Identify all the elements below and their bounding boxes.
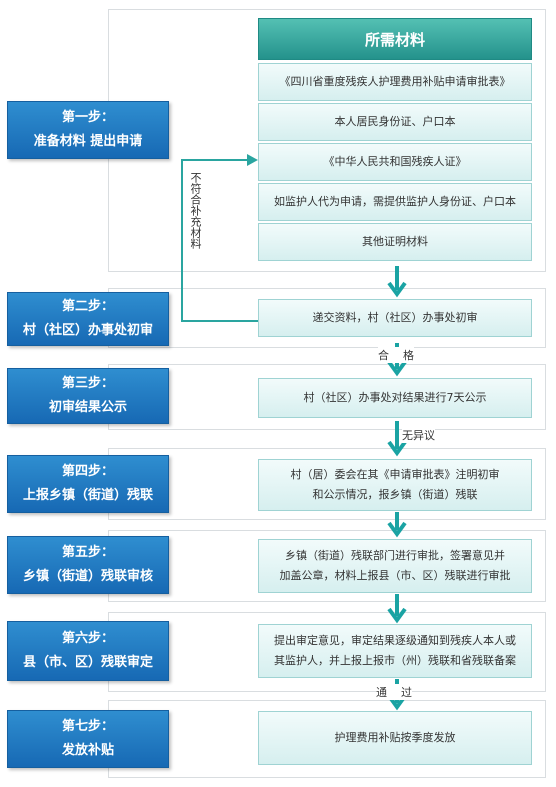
materials-header: 所需材料 (258, 18, 532, 60)
process-text: 护理费用补贴按季度发放 (334, 731, 456, 744)
material-item-3: 《中华人民共和国残疾人证》 (258, 143, 532, 181)
step-title: 准备材料 提出申请 (33, 134, 143, 149)
down-arrow-icon (387, 594, 407, 624)
step-5: 第五步： 乡镇（街道）残联审核 (7, 536, 169, 594)
step-title: 乡镇（街道）残联审核 (22, 569, 153, 584)
process-box-7: 护理费用补贴按季度发放 (258, 711, 532, 765)
process-box-2: 递交资料，村（社区）办事处初审 (258, 299, 532, 337)
step-1: 第一步： 准备材料 提出申请 (7, 101, 169, 159)
process-text: 村（居）委会在其《申请审批表》注明初审 (290, 468, 500, 481)
process-text: 递交资料，村（社区）办事处初审 (312, 311, 478, 324)
process-box-5: 乡镇（街道）残联部门进行审批，签署意见并 加盖公章，材料上报县（市、区）残联进行… (258, 539, 532, 593)
step-title: 村（社区）办事处初审 (22, 323, 153, 338)
step-title: 县（市、区）残联审定 (22, 655, 153, 670)
step-number: 第二步： (61, 299, 114, 314)
process-text: 加盖公章，材料上报县（市、区）残联进行审批 (279, 569, 511, 582)
step-number: 第六步： (61, 631, 114, 646)
step-2: 第二步： 村（社区）办事处初审 (7, 292, 169, 346)
material-text: 如监护人代为申请，需提供监护人身份证、户口本 (274, 195, 516, 208)
step-title: 上报乡镇（街道）残联 (22, 488, 153, 503)
step-number: 第一步： (61, 110, 114, 125)
step-3: 第三步： 初审结果公示 (7, 368, 169, 424)
down-arrow-icon (387, 266, 407, 298)
step-4: 第四步： 上报乡镇（街道）残联 (7, 455, 169, 513)
label-qualified: 合 格 (378, 347, 414, 363)
process-text: 提出审定意见，审定结果逐级通知到残疾人本人或 (274, 634, 516, 647)
material-text: 《中华人民共和国残疾人证》 (323, 155, 467, 168)
down-arrow-icon (387, 421, 407, 457)
step-title: 初审结果公示 (48, 400, 127, 415)
label-no-objection: 无异议 (402, 427, 435, 443)
down-arrow-icon (387, 512, 407, 538)
material-item-2: 本人居民身份证、户口本 (258, 103, 532, 141)
material-text: 其他证明材料 (362, 235, 428, 248)
process-text: 村（社区）办事处对结果进行7天公示 (303, 391, 487, 404)
loop-connector-arrowhead (247, 154, 258, 166)
label-not-qualified: 不符合补充材料 (189, 172, 202, 249)
process-box-6: 提出审定意见，审定结果逐级通知到残疾人本人或 其监护人，并上报上报市（州）残联和… (258, 624, 532, 678)
step-7: 第七步： 发放补贴 (7, 710, 169, 768)
process-text: 乡镇（街道）残联部门进行审批，签署意见并 (285, 549, 505, 562)
label-passed: 通 过 (376, 684, 412, 700)
process-text: 和公示情况，报乡镇（街道）残联 (312, 488, 478, 501)
material-item-4: 如监护人代为申请，需提供监护人身份证、户口本 (258, 183, 532, 221)
step-number: 第七步： (61, 719, 114, 734)
step-title: 发放补贴 (61, 743, 114, 758)
step-number: 第五步： (61, 545, 114, 560)
process-text: 其监护人，并上报上报市（州）残联和省残联备案 (274, 654, 516, 667)
loop-connector-line (181, 159, 258, 322)
step-6: 第六步： 县（市、区）残联审定 (7, 621, 169, 681)
material-text: 《四川省重度残疾人护理费用补贴申请审批表》 (279, 75, 511, 88)
step-number: 第三步： (61, 376, 114, 391)
process-box-3: 村（社区）办事处对结果进行7天公示 (258, 378, 532, 418)
step-number: 第四步： (61, 464, 114, 479)
material-text: 本人居民身份证、户口本 (334, 115, 456, 128)
process-box-4: 村（居）委会在其《申请审批表》注明初审 和公示情况，报乡镇（街道）残联 (258, 459, 532, 511)
material-item-5: 其他证明材料 (258, 223, 532, 261)
material-item-1: 《四川省重度残疾人护理费用补贴申请审批表》 (258, 63, 532, 101)
